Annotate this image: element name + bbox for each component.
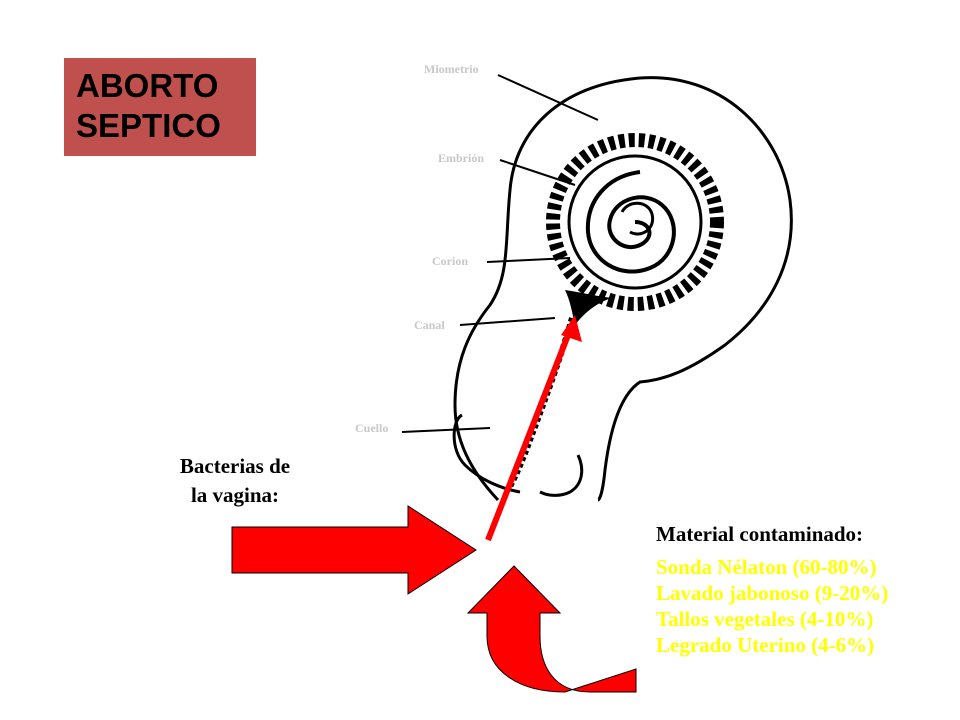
bacteria-label: Bacterias de la vagina: <box>150 452 320 510</box>
material-item: Tallos vegetales (4-10%) <box>656 607 874 631</box>
bacteria-label-line-2: la vagina: <box>190 483 280 507</box>
cervix-lip-right <box>539 454 584 497</box>
label-miometrio: Miometrio <box>424 62 479 76</box>
bacteria-arrow <box>231 505 477 595</box>
material-item: Lavado jabonoso (9-20%) <box>656 581 889 605</box>
leader-miometrio <box>497 74 599 121</box>
label-canal: Canal <box>414 318 445 332</box>
leader-corion <box>486 257 571 263</box>
material-arrow <box>466 565 637 693</box>
material-item: Legrado Uterino (4-6%) <box>656 633 875 657</box>
material-item: Sonda Nélaton (60-80%) <box>656 555 877 579</box>
label-cuello: Cuello <box>355 421 389 435</box>
infection-path-arrow <box>485 328 573 542</box>
cervix-lip-left <box>452 413 521 494</box>
chorion-base <box>565 290 612 325</box>
leader-canal <box>459 317 556 326</box>
uterus-outline <box>453 76 793 502</box>
amniotic-spiral <box>585 170 676 274</box>
chorion-inner <box>567 154 703 290</box>
material-title: Material contaminado: <box>656 522 864 546</box>
bacteria-label-line-1: Bacterias de <box>179 454 291 478</box>
leader-embrion <box>499 159 576 186</box>
chorion-ring <box>546 133 724 311</box>
label-corion: Corion <box>432 254 468 268</box>
label-embrion: Embrión <box>438 151 485 165</box>
infection-path-arrowhead <box>561 315 582 342</box>
title-box: ABORTO SEPTICO <box>64 58 256 156</box>
material-list: Material contaminado: Sonda Nélaton (60-… <box>656 520 888 658</box>
title-line-2: SEPTICO <box>76 107 221 144</box>
leader-cuello <box>401 427 491 433</box>
title-line-1: ABORTO <box>76 67 219 104</box>
embryo <box>620 201 655 236</box>
